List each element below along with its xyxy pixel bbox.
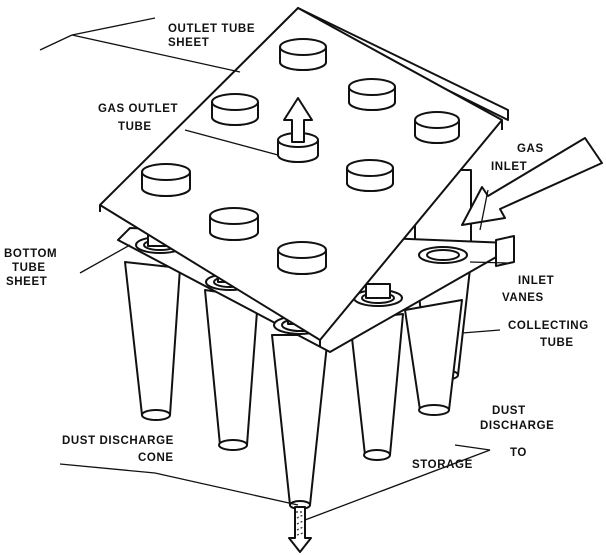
svg-text:CONE: CONE [138, 452, 174, 464]
svg-text:TUBE: TUBE [118, 121, 152, 133]
label-outlet-tube-sheet: OUTLET TUBE SHEET [168, 23, 255, 49]
label-bottom-tube-sheet: BOTTOM TUBE SHEET [4, 248, 57, 288]
svg-text:BOTTOM: BOTTOM [4, 248, 57, 260]
label-dust-discharge-storage: DUST DISCHARGE TO STORAGE [412, 405, 554, 471]
collecting-tube-right [404, 299, 463, 416]
collecting-tube-left [124, 261, 181, 421]
svg-text:TO: TO [510, 447, 527, 459]
inlet-vane-tab [495, 235, 515, 267]
svg-text:COLLECTING: COLLECTING [508, 320, 589, 332]
svg-text:TUBE: TUBE [540, 337, 574, 349]
label-inlet-vanes: INLET VANES [502, 275, 554, 304]
svg-text:GAS: GAS [517, 143, 544, 155]
svg-text:DUST: DUST [492, 405, 526, 417]
leader-lines [39, 17, 509, 521]
dust-discharge-arrow [288, 506, 312, 553]
label-dust-discharge-cone: DUST DISCHARGE CONE [62, 435, 174, 464]
svg-text:SHEET: SHEET [168, 37, 209, 49]
svg-text:INLET: INLET [518, 275, 554, 287]
gas-outlet-caps [141, 38, 460, 275]
collecting-tube-front [271, 334, 329, 510]
gas-inlet-arrow [461, 137, 603, 226]
label-gas-outlet-tube: GAS OUTLET TUBE [98, 103, 178, 133]
label-gas-inlet: GAS INLET [491, 143, 544, 173]
gas-flow-up-arrow [283, 97, 313, 143]
outlet-tube-sheet [99, 7, 509, 346]
svg-text:TUBE: TUBE [12, 262, 46, 274]
svg-text:VANES: VANES [502, 292, 544, 304]
svg-text:SHEET: SHEET [6, 276, 47, 288]
label-collecting-tube: COLLECTING TUBE [508, 320, 589, 349]
svg-text:DUST DISCHARGE: DUST DISCHARGE [62, 435, 174, 447]
svg-text:DISCHARGE: DISCHARGE [480, 420, 554, 432]
svg-text:INLET: INLET [491, 161, 527, 173]
svg-text:OUTLET TUBE: OUTLET TUBE [168, 23, 255, 35]
svg-text:GAS OUTLET: GAS OUTLET [98, 103, 178, 115]
collecting-tube-left-middle [204, 289, 259, 451]
collecting-tube-right-middle [349, 313, 404, 461]
svg-text:STORAGE: STORAGE [412, 459, 473, 471]
